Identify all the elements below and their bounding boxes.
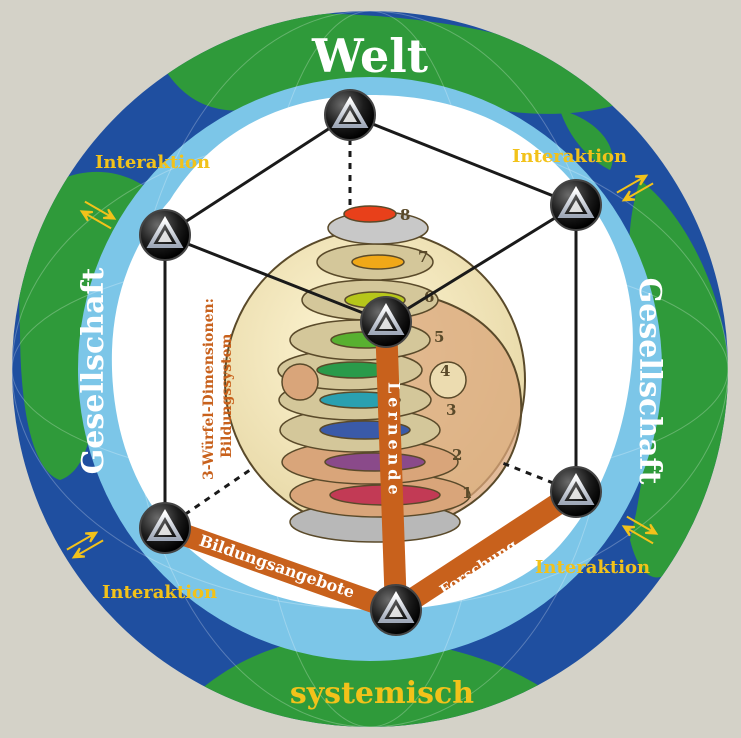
interaction-label-bottom-right: Interaktion	[535, 557, 650, 578]
spiral-number-3: 3	[446, 401, 456, 419]
edge-label-lernende: Lernende	[385, 382, 404, 499]
cube-caption-line1: 3-Würfel-Dimensionen:	[201, 298, 217, 480]
title-top: Welt	[311, 29, 429, 83]
cube-caption-line2: Bildungssystem	[219, 333, 235, 458]
spiral-number-8: 8	[400, 206, 410, 224]
interaction-label-top-right: Interaktion	[512, 146, 627, 167]
node-upper-left	[140, 210, 190, 260]
small-bubble-left	[282, 364, 318, 400]
spiral-number-7: 7	[418, 248, 428, 266]
side-label-right: Gesellschaft	[632, 278, 667, 485]
node-lower-right	[551, 467, 601, 517]
spiral-number-4: 4	[440, 362, 450, 380]
interaction-label-top-left: Interaktion	[95, 152, 210, 173]
interaction-label-bottom-left: Interaktion	[102, 582, 217, 603]
node-top	[325, 90, 375, 140]
node-bottom	[371, 585, 421, 635]
spiral-number-2: 2	[452, 446, 462, 464]
spiral-number-5: 5	[434, 328, 444, 346]
node-lower-left	[140, 503, 190, 553]
node-upper-right	[551, 180, 601, 230]
side-label-left: Gesellschaft	[76, 268, 111, 475]
spiral-number-1: 1	[462, 484, 472, 502]
node-center	[361, 297, 411, 347]
title-bottom: systemisch	[290, 676, 474, 711]
